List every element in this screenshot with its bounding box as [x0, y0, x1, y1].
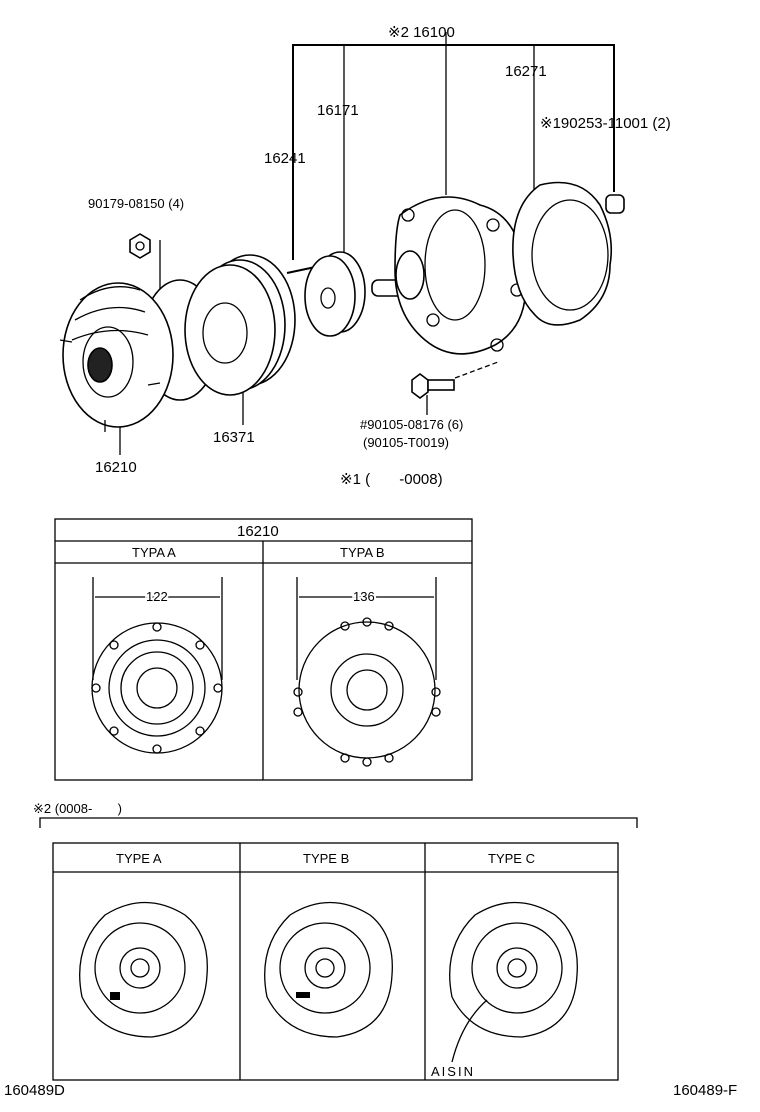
table2-col-a: TYPE A	[116, 851, 162, 866]
dimension-136: 136	[353, 589, 375, 604]
table1-title: 16210	[237, 523, 279, 540]
fan-coupling-type-table: 16210 TYPA A TYPA B 122 136	[54, 518, 473, 781]
note-2: ※2 (0008- )	[33, 801, 122, 816]
nut-90179	[129, 233, 151, 259]
aisin-marking-label: AISIN	[431, 1064, 475, 1079]
note-2-bracket	[39, 817, 638, 828]
callout-16371: 16371	[213, 429, 255, 446]
callout-16241: 16241	[264, 150, 306, 167]
note-1: ※1 ( -0008)	[340, 471, 443, 488]
callout-190253: ※190253-11001 (2)	[540, 115, 671, 132]
gasket-16271	[512, 181, 613, 326]
diagram-code-left: 160489D	[4, 1082, 65, 1099]
callout-16171: 16171	[317, 102, 359, 119]
dowel-pin-190253	[605, 194, 625, 214]
water-pump-16100	[371, 196, 527, 355]
callout-90179: 90179-08150 (4)	[88, 196, 184, 211]
table2-col-c: TYPE C	[488, 851, 535, 866]
pump-type-c-drawing: AISIN	[431, 901, 578, 1079]
callout-16100: ※2 16100	[388, 24, 455, 41]
dimension-122: 122	[146, 589, 168, 604]
bolt-90105	[411, 373, 455, 399]
pump-type-b-drawing	[264, 901, 393, 1038]
callout-90105-T0019: (90105-T0019)	[363, 435, 449, 450]
pulley-seat-16171	[304, 251, 366, 337]
table1-col-b: TYPA B	[340, 545, 385, 560]
callout-16271: 16271	[505, 63, 547, 80]
pulley-16371	[184, 254, 296, 396]
callout-16210: 16210	[95, 459, 137, 476]
leader-lines	[119, 32, 615, 455]
table2-col-b: TYPE B	[303, 851, 349, 866]
pump-type-table: TYPE A TYPE B TYPE C AISIN	[52, 842, 619, 1081]
table1-col-a: TYPA A	[132, 545, 176, 560]
callout-90105-08176: #90105-08176 (6)	[360, 417, 463, 432]
diagram-code-right: 160489-F	[673, 1082, 737, 1099]
pump-type-a-drawing	[79, 901, 208, 1038]
